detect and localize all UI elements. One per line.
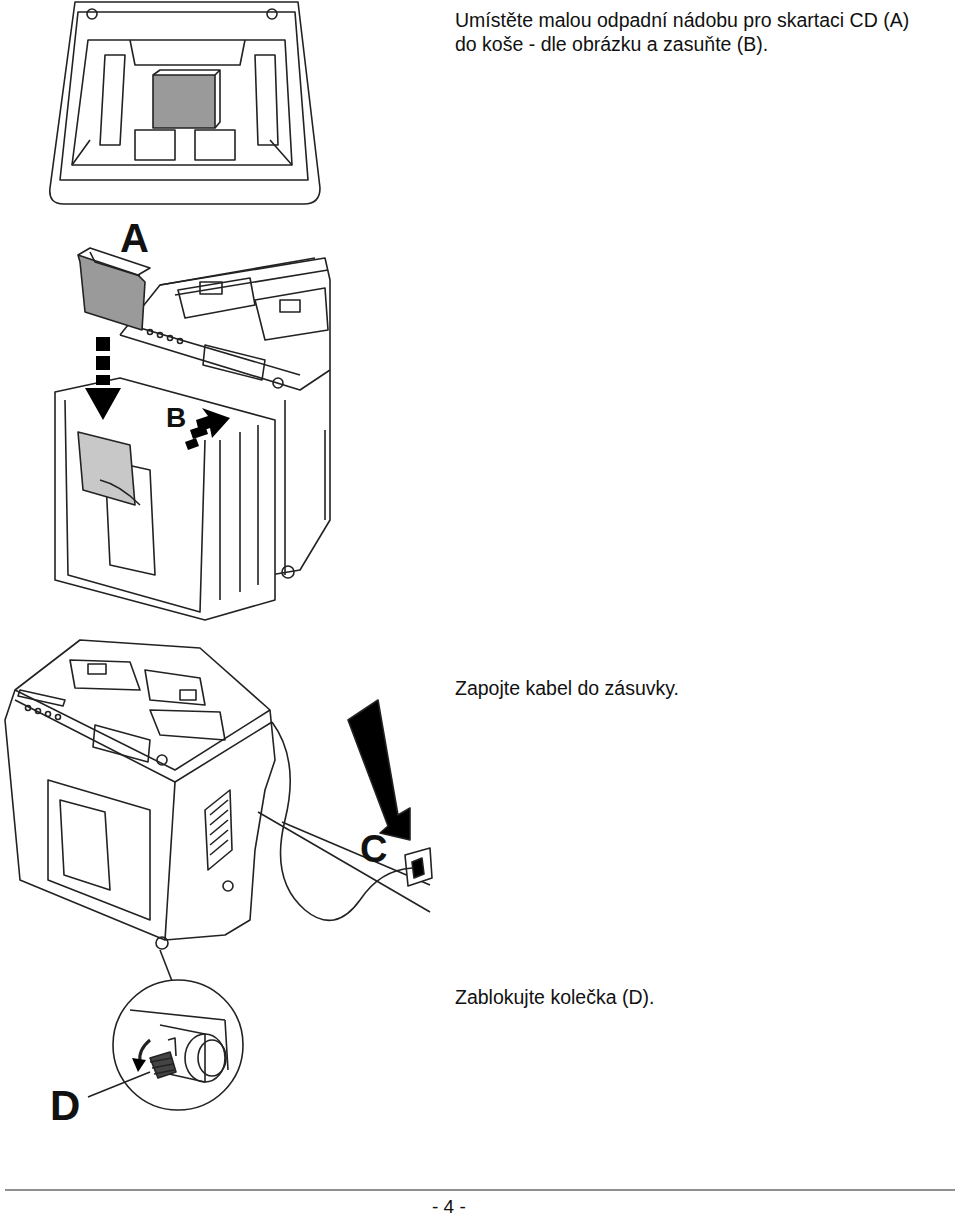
page-number: - 4 - bbox=[432, 1195, 466, 1218]
instruction-text: Zapojte kabel do zásuvky. bbox=[455, 676, 925, 700]
callout-letter: C bbox=[360, 830, 387, 868]
callout-letter: D bbox=[50, 1085, 80, 1127]
callout-letter: B bbox=[166, 404, 186, 432]
instruction-text: Umístěte malou odpadní nádobu pro skarta… bbox=[455, 8, 925, 56]
instruction-text: Zablokujte kolečka (D). bbox=[455, 985, 925, 1009]
callout-letter: A bbox=[120, 218, 149, 258]
